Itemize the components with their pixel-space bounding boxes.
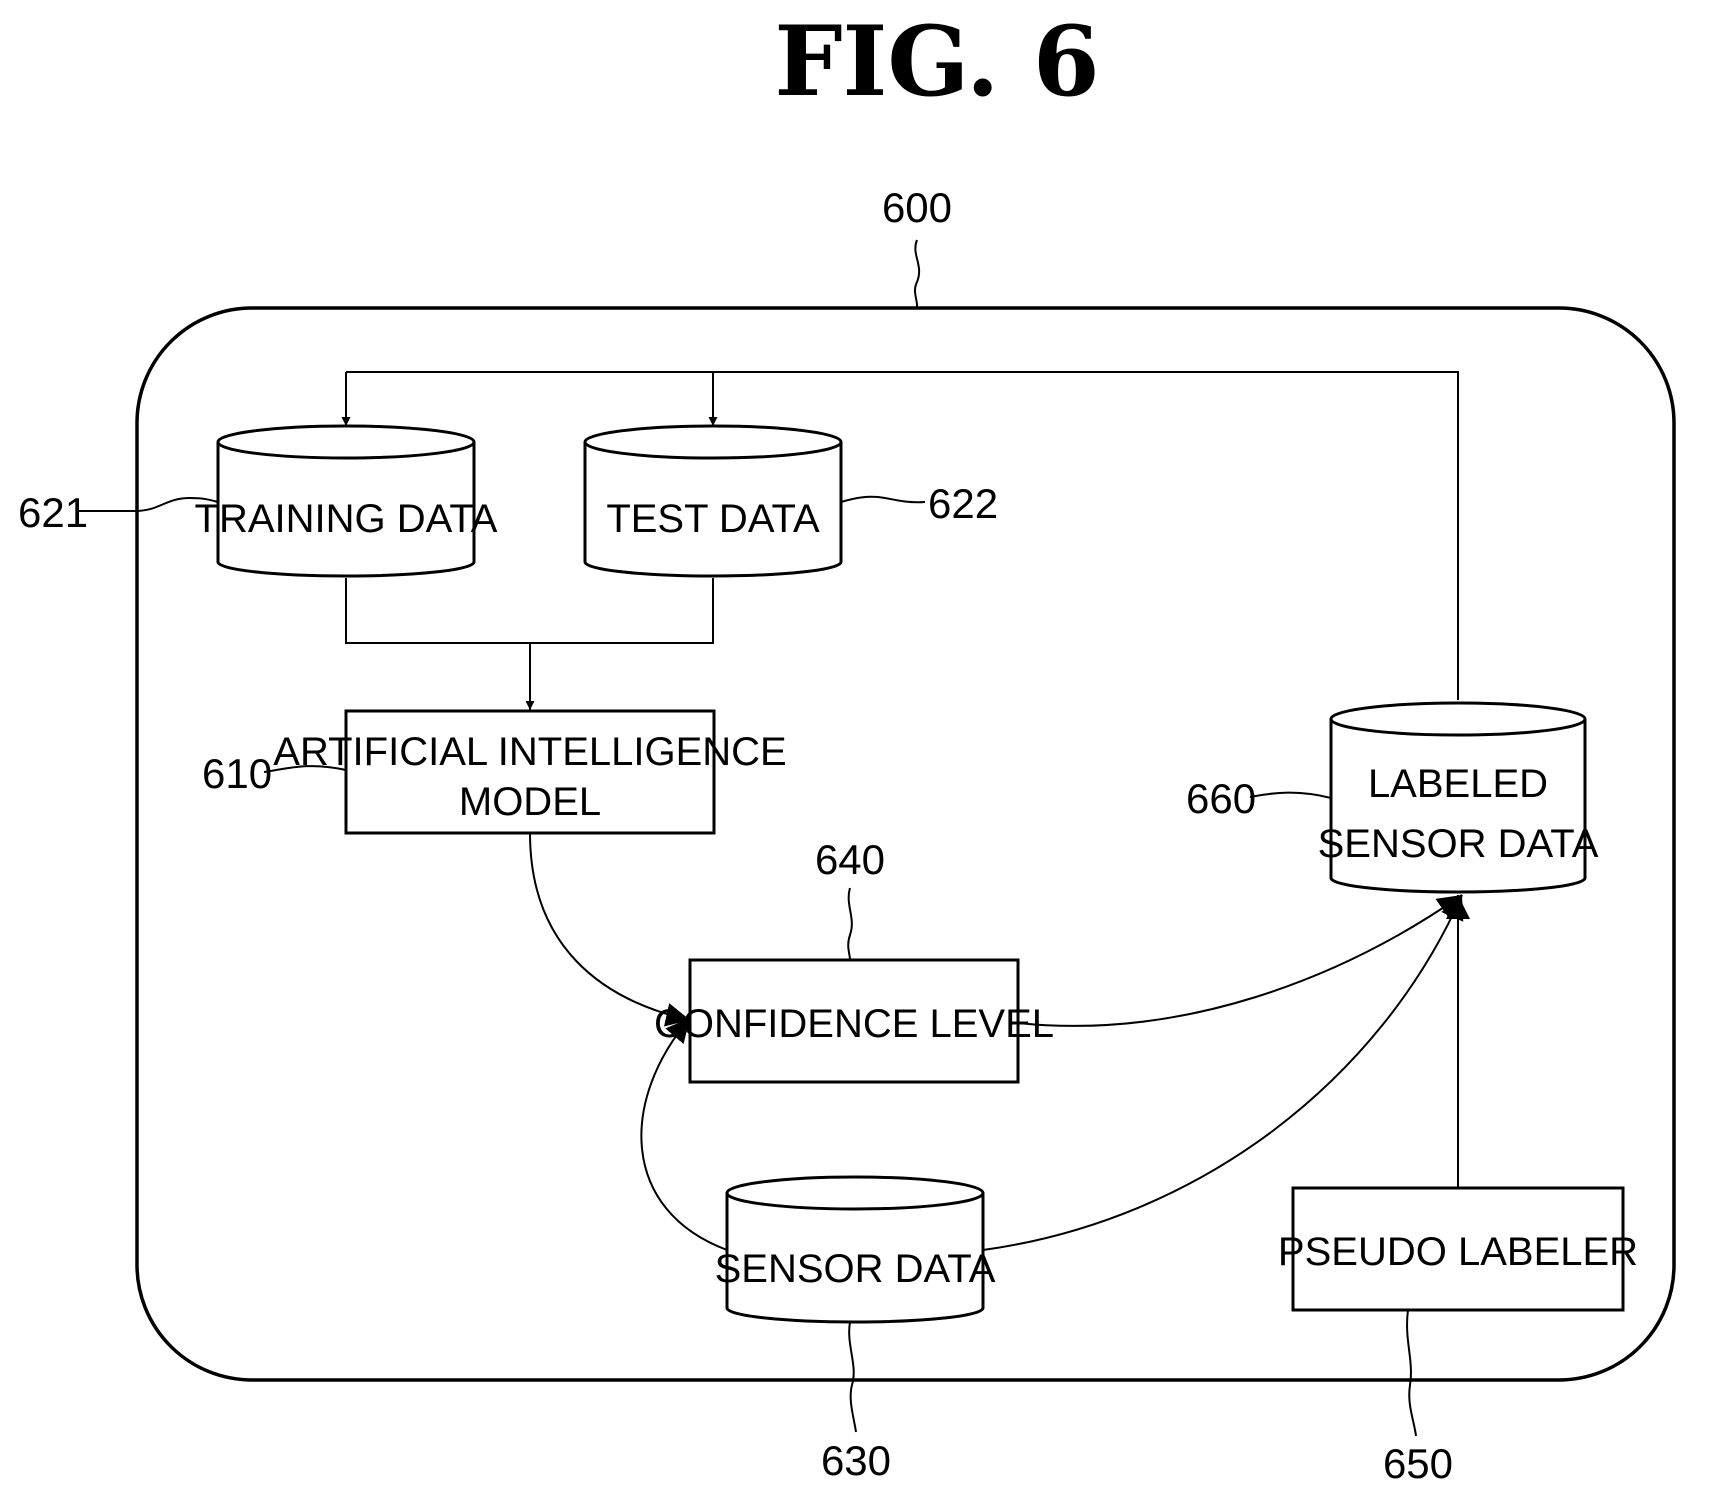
merge-line bbox=[346, 578, 713, 643]
labeled-sensor-data-label-line1: LABELED bbox=[1368, 762, 1548, 806]
ai-model-label-line1: ARTIFICIAL INTELLIGENCE bbox=[273, 730, 786, 774]
leader-600 bbox=[915, 240, 919, 308]
ref-622: 622 bbox=[928, 480, 998, 527]
leader-660 bbox=[1250, 793, 1331, 798]
pseudo-labeler-label: PSEUDO LABELER bbox=[1278, 1230, 1638, 1274]
leader-650 bbox=[1407, 1310, 1416, 1436]
arrow-model-to-confidence bbox=[530, 833, 690, 1020]
ai-model-label-line2: MODEL bbox=[459, 780, 601, 824]
arrow-confidence-to-labeled bbox=[1018, 895, 1462, 1026]
test-data-label: TEST DATA bbox=[606, 497, 820, 541]
ref-650: 650 bbox=[1383, 1440, 1453, 1487]
leader-630 bbox=[849, 1322, 856, 1432]
ref-640: 640 bbox=[815, 836, 885, 883]
labeled-sensor-data-label-line2: SENSOR DATA bbox=[1318, 822, 1599, 866]
ref-660: 660 bbox=[1186, 775, 1256, 822]
confidence-level-label: CONFIDENCE LEVEL bbox=[654, 1002, 1054, 1046]
figure-title: FIG. 6 bbox=[774, 5, 1099, 118]
training-data-label: TRAINING DATA bbox=[195, 497, 498, 541]
ref-621: 621 bbox=[18, 489, 88, 536]
leader-640 bbox=[848, 888, 852, 960]
sensor-data-label: SENSOR DATA bbox=[715, 1247, 996, 1291]
ref-610: 610 bbox=[202, 750, 272, 797]
leader-622 bbox=[841, 497, 925, 502]
feedback-line bbox=[346, 372, 1458, 700]
ref-630: 630 bbox=[821, 1437, 891, 1484]
ref-600: 600 bbox=[882, 184, 952, 231]
